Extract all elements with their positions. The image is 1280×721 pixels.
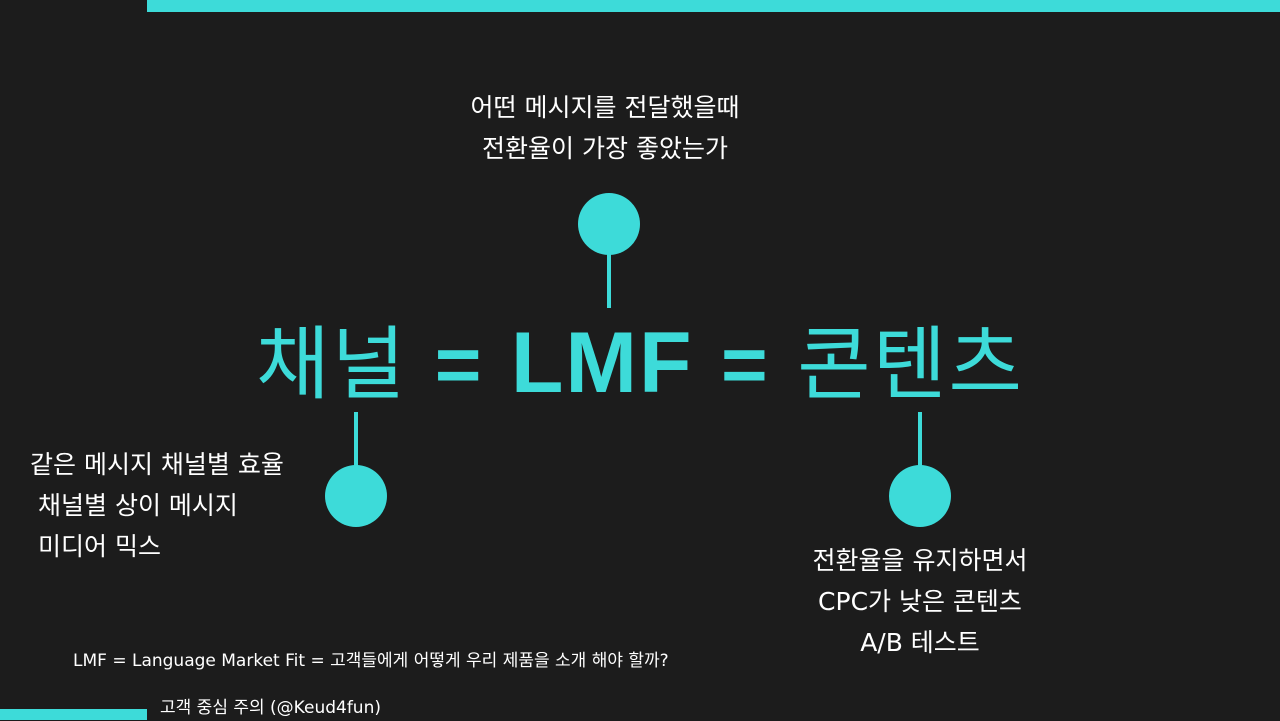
right-node-line-3: A/B 테스트 [860,628,980,657]
lmf-definition-footnote: LMF = Language Market Fit = 고객들에게 어떻게 우리… [73,651,669,671]
top-node-text: 어떤 메시지를 전달했을때 전환율이 가장 좋았는가 [440,87,770,169]
bottom-accent-bar [0,709,147,720]
left-node-circle [325,465,387,527]
left-node-line-1: 같은 메시지 채널별 효율 [30,450,284,479]
left-node-text: 같은 메시지 채널별 효율 채널별 상이 메시지 미디어 믹스 [30,444,330,567]
author-credit: 고객 중심 주의 (@Keud4fun) [160,698,381,718]
left-node-line-2: 채널별 상이 메시지 [38,491,238,520]
right-node-connector [918,412,922,468]
top-accent-bar [147,0,1280,12]
title-channel: 채널 [256,318,408,411]
right-node-text: 전환율을 유지하면서 CPC가 낮은 콘텐츠 A/B 테스트 [775,540,1065,663]
left-node-line-3: 미디어 믹스 [38,532,161,561]
title-equals-1: = [434,320,484,409]
title-content: 콘텐츠 [797,318,1024,411]
top-node-connector [607,252,611,308]
title-equals-2: = [720,320,770,409]
right-node-line-2: CPC가 낮은 콘텐츠 [818,587,1022,616]
right-node-circle [889,465,951,527]
right-node-line-1: 전환율을 유지하면서 [812,546,1028,575]
top-node-line-2: 전환율이 가장 좋았는가 [482,134,728,163]
title-lmf: LMF [510,315,694,411]
left-node-connector [354,412,358,468]
top-node-line-1: 어떤 메시지를 전달했을때 [470,93,740,122]
main-equation-title: 채널 = LMF = 콘텐츠 [0,308,1280,420]
top-node-circle [578,193,640,255]
